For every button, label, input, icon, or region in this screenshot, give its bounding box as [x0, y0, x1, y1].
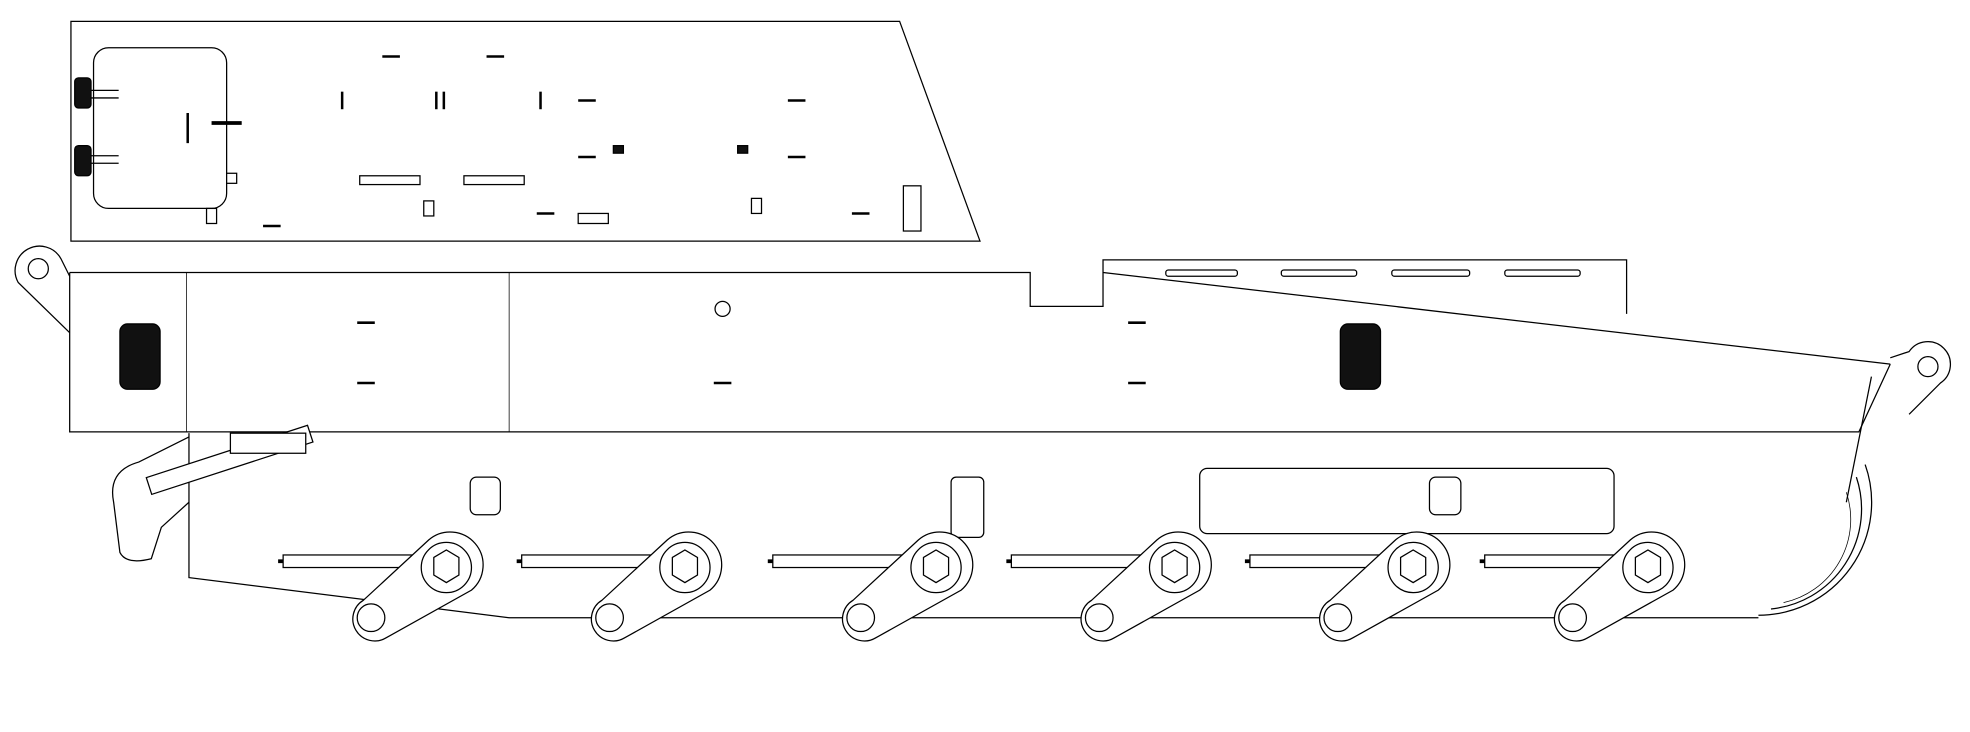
track-tensioner	[145, 424, 314, 496]
suspension-arm	[1006, 531, 1212, 642]
suspension-arm	[1244, 531, 1451, 642]
lower-hull	[112, 424, 1873, 619]
top-deck-panel	[70, 20, 981, 242]
top-plate-slots	[1165, 269, 1581, 277]
sprocket	[1758, 464, 1873, 616]
suspension-arm	[278, 531, 484, 642]
hinge-icon	[74, 145, 92, 177]
suspension-arm	[1479, 531, 1686, 642]
hinge-icon	[74, 77, 92, 109]
hatch	[74, 47, 242, 225]
towing-eye-front	[14, 245, 71, 334]
deck-handles	[263, 55, 870, 228]
spare-track-block-icon	[1339, 323, 1382, 390]
hull-handles	[357, 321, 1146, 385]
spare-track-block-icon	[119, 323, 161, 390]
suspension-arm	[767, 531, 974, 642]
hull-side	[14, 245, 1952, 503]
towing-eye-rear	[1890, 341, 1952, 415]
suspension-arm	[516, 531, 723, 642]
suspension-arms	[278, 531, 1686, 642]
